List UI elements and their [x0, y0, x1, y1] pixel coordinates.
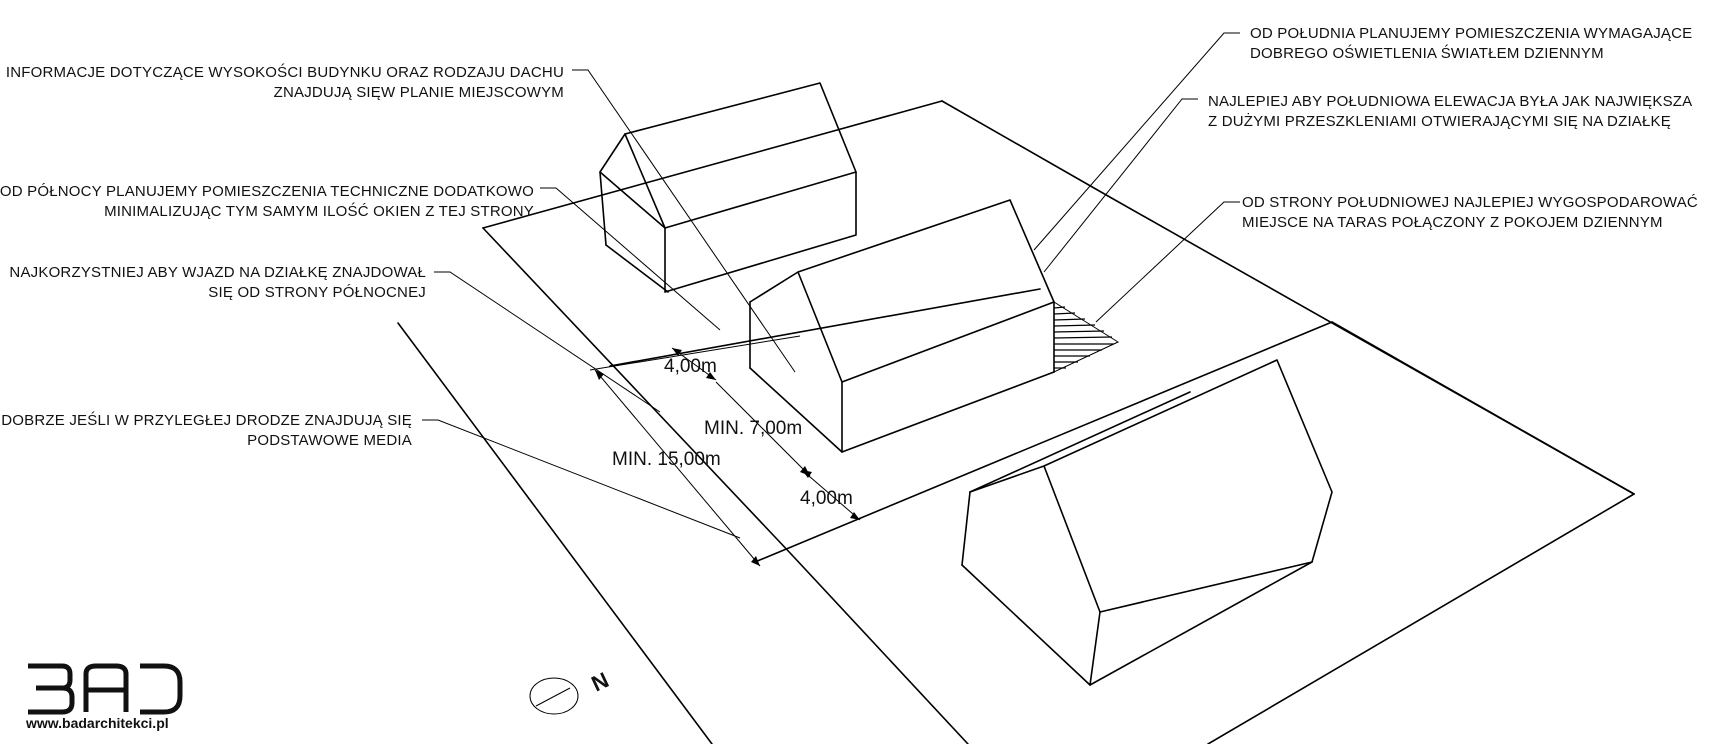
dimension-lines	[594, 347, 861, 567]
annotation-utilities: DOBRZE JEŚLI W PRZYLEGŁEJ DRODZE ZNAJDUJ…	[1, 411, 412, 449]
annotation-terrace: OD STRONY POŁUDNIOWEJ NAJLEPIEJ WYGOSPOD…	[1242, 194, 1698, 231]
annotation-line: PODSTAWOWE MEDIA	[247, 432, 412, 449]
annotation-line: INFORMACJE DOTYCZĄCE WYSOKOŚCI BUDYNKU O…	[6, 63, 564, 81]
annotation-line: OD POŁUDNIA PLANUJEMY POMIESZCZENIA WYMA…	[1250, 25, 1692, 42]
annotation-line: MIEJSCE NA TARAS POŁĄCZONY Z POKOJEM DZI…	[1242, 214, 1663, 231]
annotation-south-rooms: OD POŁUDNIA PLANUJEMY POMIESZCZENIA WYMA…	[1250, 25, 1692, 62]
annotation-line: SIĘ OD STRONY PÓŁNOCNEJ	[208, 284, 426, 301]
annotation-driveway: NAJKORZYSTNIEJ ABY WJAZD NA DZIAŁKĘ ZNAJ…	[9, 264, 426, 301]
annotation-line: OD STRONY POŁUDNIOWEJ NAJLEPIEJ WYGOSPOD…	[1242, 194, 1698, 211]
annotation-line: DOBREGO OŚWIETLENIA ŚWIATŁEM DZIENNYM	[1250, 44, 1604, 62]
annotation-line: OD PÓŁNOCY PLANUJEMY POMIESZCZENIA TECHN…	[0, 183, 534, 200]
planned-house	[749, 199, 1120, 453]
neighbour-house-north	[599, 82, 857, 293]
terrace-hatch	[1053, 301, 1120, 373]
annotation-line: NAJLEPIEJ ABY POŁUDNIOWA ELEWACJA BYŁA J…	[1208, 93, 1692, 110]
annotation-line: DOBRZE JEŚLI W PRZYLEGŁEJ DRODZE ZNAJDUJ…	[1, 411, 412, 429]
annotation-line: MINIMALIZUJĄC TYM SAMYM ILOŚĆ OKIEN Z TE…	[104, 202, 534, 220]
annotation-north-rooms: OD PÓŁNOCY PLANUJEMY POMIESZCZENIA TECHN…	[0, 183, 534, 220]
dimension-min-7: MIN. 7,00m	[704, 418, 802, 439]
logo-url: www.badarchitekci.pl	[25, 715, 169, 731]
annotation-line: ZNAJDUJĄ SIĘW PLANIE MIEJSCOWYM	[274, 84, 564, 101]
leader-lines	[422, 32, 1240, 539]
road	[397, 322, 713, 744]
compass: N	[529, 667, 613, 715]
logo: www.badarchitekci.pl	[25, 663, 183, 731]
logo-mark	[28, 663, 183, 715]
compass-north-label: N	[588, 667, 613, 696]
annotation-south-elevation: NAJLEPIEJ ABY POŁUDNIOWA ELEWACJA BYŁA J…	[1208, 93, 1692, 130]
annotation-line: NAJKORZYSTNIEJ ABY WJAZD NA DZIAŁKĘ ZNAJ…	[9, 264, 426, 281]
annotation-height-roof: INFORMACJE DOTYCZĄCE WYSOKOŚCI BUDYNKU O…	[6, 63, 564, 101]
dimension-min-15: MIN. 15,00m	[612, 449, 721, 470]
dimension-rear-setback: 4,00m	[800, 488, 853, 509]
dimension-side-setback: 4,00m	[664, 356, 717, 377]
compass-circle-icon	[529, 677, 579, 715]
plot-boundaries	[482, 100, 1635, 744]
neighbour-house-south	[961, 359, 1333, 686]
annotation-line: Z DUŻYMI PRZESZKLENIAMI OTWIERAJĄCYMI SI…	[1208, 112, 1671, 130]
